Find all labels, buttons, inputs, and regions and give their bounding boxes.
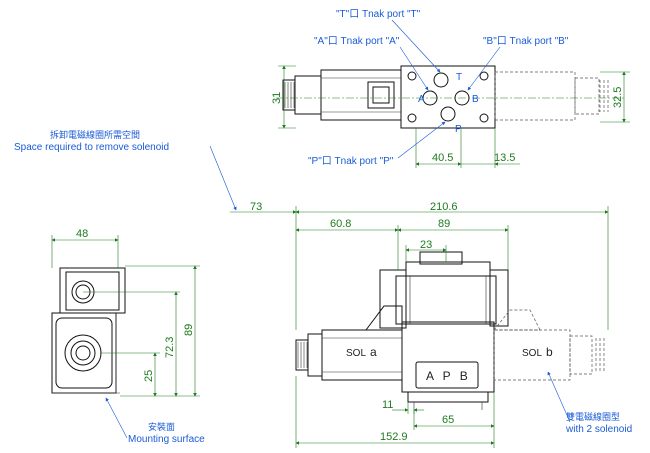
dim-25-label: 25 [143,370,155,382]
dim-73 [230,206,297,330]
dim-32-5-label: 32.5 [612,87,624,108]
sol-b-prefix: SOL [522,348,542,359]
dim-11 [392,402,424,414]
dim-65-label: 65 [442,414,454,426]
dim-89-top [397,225,509,270]
dim-11-label: 11 [382,399,393,411]
mounting-surface-en: Mounting surface [128,434,205,445]
port-letter-a: A [418,94,425,105]
callout-port-p: "P"口 Tnak port "P" [308,156,394,167]
dim-25 [100,352,160,397]
sol-a-prefix: SOL [346,348,366,359]
sol-a-letter: a [370,345,377,359]
remove-solenoid-cn: 拆卸電磁線圈所需空間 [50,129,140,141]
dim-13-5 [461,128,520,168]
dim-89-side [120,265,200,397]
sol-b-letter: b [546,345,553,359]
port-letter-b: B [472,94,479,105]
dim-89-side-label: 89 [183,324,195,336]
dim-32-5 [600,71,630,123]
dim-89-top-label: 89 [438,218,450,230]
dim-23 [405,245,447,262]
callout-port-b: "B"口 Tnak port "B" [483,36,569,47]
dual-solenoid-en: with 2 solenoid [565,424,632,435]
dim-73-label: 73 [250,201,262,213]
dim-65 [413,392,495,430]
mounting-surface-cn: 安裝面 [148,421,175,433]
remove-solenoid-en: Space required to remove solenoid [14,142,169,153]
port-letter-p: P [455,124,462,135]
dim-31-label: 31 [271,92,283,104]
front-view [295,251,605,410]
dim-60-8 [295,225,399,270]
dim-210-6 [295,206,609,330]
dim-60-8-label: 60.8 [330,218,351,230]
name-plate: A P B [426,369,471,383]
dim-48 [51,235,119,268]
callout-port-t: "T"口 Tnak port "T" [336,9,421,20]
dim-152-9-label: 152.9 [380,431,408,443]
dim-48-label: 48 [76,228,88,240]
dim-40-5 [415,128,462,168]
callout-port-a: "A"口 Tnak port "A" [314,36,400,47]
top-view [276,65,625,129]
dim-72-3-label: 72.3 [164,337,176,358]
dim-23-label: 23 [420,239,432,251]
dual-solenoid-cn: 雙電磁線圈型 [566,411,620,423]
dim-31 [278,65,296,129]
port-letter-t: T [456,72,462,83]
dim-72-3 [83,291,180,397]
dim-13-5-label: 13.5 [494,152,515,164]
side-view [51,267,126,394]
dim-40-5-label: 40.5 [432,152,453,164]
dim-152-9 [295,376,495,448]
dim-210-6-label: 210.6 [430,201,458,213]
